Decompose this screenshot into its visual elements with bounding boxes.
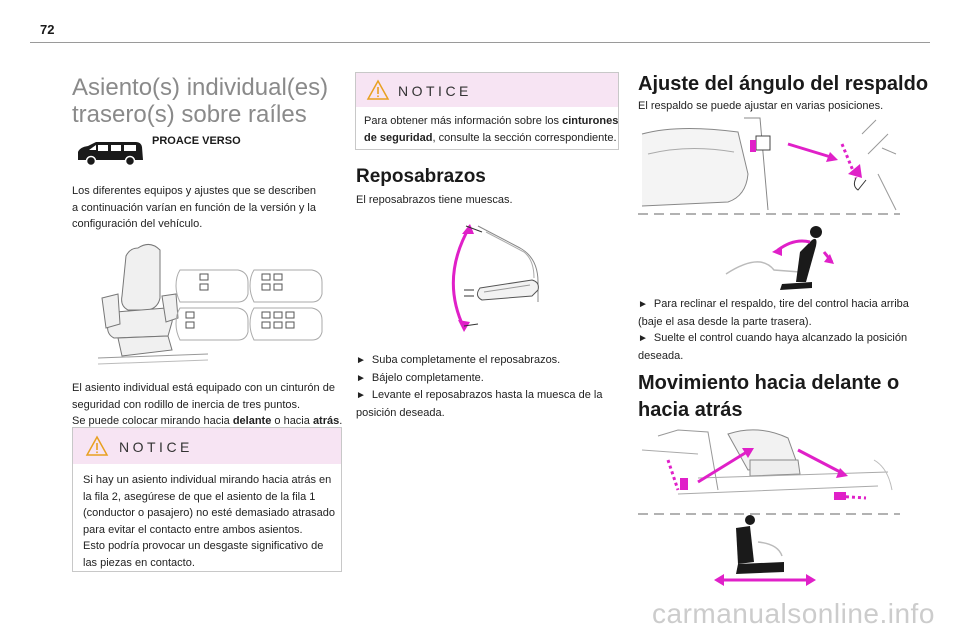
notice-text: Para obtener más información sobre los xyxy=(364,115,563,127)
step-continuation: deseada. xyxy=(638,349,684,362)
notice-line: Si hay un asiento individual mirando hac… xyxy=(83,474,332,486)
title-line-1: Asiento(s) individual(es) xyxy=(72,74,329,101)
backrest-intro: El respaldo se puede ajustar en varias p… xyxy=(638,100,884,112)
armrest-steps: ► Suba completamente el reposabrazos. ► Bá… xyxy=(356,352,618,421)
notice-box-seat: NOTICE Si hay un asiento individual mira… xyxy=(72,427,342,572)
seat-description: El asiento individual está equipado con … xyxy=(72,380,344,430)
desc-text: . xyxy=(339,415,343,427)
step-text: Levante el reposabrazos hasta la muesca … xyxy=(371,389,603,401)
step-text: Suba completamente el reposabrazos. xyxy=(371,354,561,366)
bullet-arrow-icon: ► xyxy=(356,355,366,366)
movement-heading-line: hacia atrás xyxy=(638,399,743,421)
van-icon xyxy=(78,142,143,167)
step-item: ► Suba completamente el reposabrazos. xyxy=(356,352,618,370)
intro-line: Los diferentes equipos y ajustes que se … xyxy=(72,185,316,197)
notice-line: las piezas en contacto. xyxy=(83,556,195,569)
notice-bold-text: de seguridad xyxy=(364,131,433,144)
step-item: ► Levante el reposabrazos hasta la muesca… xyxy=(356,387,618,405)
notice-header: NOTICE xyxy=(73,428,341,464)
notice-line: de seguridad, consulte la sección corres… xyxy=(364,130,617,147)
backrest-title: Ajuste del ángulo del respaldo xyxy=(638,72,928,97)
warning-icon xyxy=(366,79,390,100)
step-text: Suelte el control cuando haya alcanzado … xyxy=(653,332,908,344)
notice-line: (conductor o pasajero) no esté demasiado… xyxy=(83,507,335,519)
notice-text: , consulte la sección correspondiente. xyxy=(432,131,617,144)
page-number: 72 xyxy=(40,22,55,37)
notice-line: Para obtener más información sobre los c… xyxy=(364,113,618,130)
notice-line: Esto podría provocar un desgaste signifi… xyxy=(83,540,324,552)
notice-header: NOTICE xyxy=(356,73,618,107)
armrest-intro: El reposabrazos tiene muescas. xyxy=(356,194,513,206)
desc-text: Se puede colocar mirando hacia xyxy=(72,415,233,427)
seat-layout-illustration xyxy=(97,244,323,365)
desc-bold-forward: delante xyxy=(232,415,272,427)
notice-bold-text: cinturones xyxy=(562,115,619,127)
armrest-title: Reposabrazos xyxy=(356,165,486,189)
notice-box-seatbelts: NOTICE Para obtener más información sobr… xyxy=(355,72,619,150)
watermark: carmanualsonline.info xyxy=(652,598,935,629)
step-continuation: posición deseada. xyxy=(356,406,445,419)
step-continuation: (baje el asa desde la parte trasera). xyxy=(638,315,812,328)
desc-bold-backward: atrás xyxy=(312,415,340,427)
model-label: PROACE VERSO xyxy=(152,135,241,147)
bullet-arrow-icon: ► xyxy=(356,390,366,401)
section-title-individual-seats: Asiento(s) individual(es) trasero(s) sob… xyxy=(72,74,342,128)
step-item: ► Suelte el control cuando haya alcanzado… xyxy=(638,330,908,348)
movement-heading-line: Movimiento hacia delante o xyxy=(638,372,900,394)
backrest-heading: Ajuste del ángulo del respaldo xyxy=(638,73,929,95)
bullet-arrow-icon: ► xyxy=(638,299,648,310)
bullet-arrow-icon: ► xyxy=(356,372,366,384)
notice-line: la fila 2, asegúrese de que el asiento d… xyxy=(83,490,316,503)
backrest-illustration xyxy=(638,117,900,290)
desc-line: El asiento individual está equipado con … xyxy=(72,382,335,394)
movement-title: Movimiento hacia delante o hacia atrás xyxy=(638,370,908,424)
desc-line: Se puede colocar mirando hacia delante o… xyxy=(72,413,344,430)
step-item: ► Para reclinar el respaldo, tire del con… xyxy=(638,296,909,314)
intro-line: configuración del vehículo. xyxy=(72,218,203,230)
step-text: Para reclinar el respaldo, tire del cont… xyxy=(653,298,909,310)
step-text: Bájelo completamente. xyxy=(371,371,484,384)
bullet-arrow-icon: ► xyxy=(638,333,648,344)
armrest-illustration xyxy=(451,224,539,332)
notice-body: Para obtener más información sobre los c… xyxy=(356,107,618,152)
header-divider xyxy=(30,42,930,43)
notice-label: NOTICE xyxy=(119,439,193,455)
notice-label: NOTICE xyxy=(398,83,472,99)
title-line-2: trasero(s) sobre raíles xyxy=(72,101,307,128)
notice-body: Si hay un asiento individual mirando hac… xyxy=(73,464,341,579)
seat-slide-illustration xyxy=(638,429,900,586)
intro-paragraph: Los diferentes equipos y ajustes que se … xyxy=(72,183,342,233)
step-item: ► Bájelo completamente. xyxy=(356,370,618,388)
warning-icon xyxy=(85,435,109,456)
intro-line: a continuación varían en función de la v… xyxy=(72,201,316,214)
desc-line: seguridad con rodillo de inercia de tres… xyxy=(72,398,301,411)
backrest-steps: ► Para reclinar el respaldo, tire del con… xyxy=(638,296,909,364)
notice-line: para evitar el contacto entre ambos asie… xyxy=(83,523,303,536)
armrest-heading: Reposabrazos xyxy=(356,166,486,187)
desc-text: o hacia xyxy=(271,415,313,427)
